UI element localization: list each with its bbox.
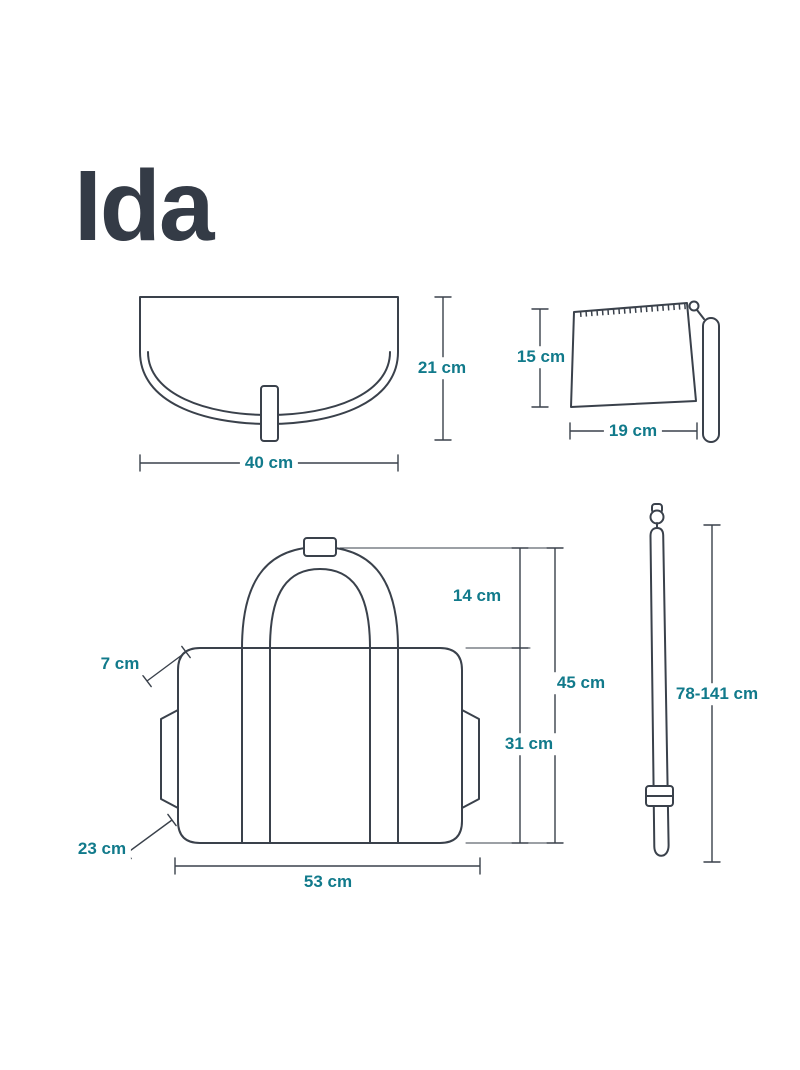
changing-mat-dimension-lines bbox=[139, 296, 452, 472]
strap-band bbox=[649, 527, 670, 857]
dim-label-mat-width: 40 cm bbox=[239, 452, 299, 474]
bag-right-pocket bbox=[461, 709, 480, 809]
bag-left-pocket bbox=[160, 709, 179, 809]
pouch-wrist-strap bbox=[702, 317, 720, 443]
dim-label-bag-body: 31 cm bbox=[499, 733, 559, 755]
changing-mat-drawing bbox=[139, 296, 399, 442]
pouch-dimension-lines bbox=[531, 308, 698, 440]
pouch-drawing bbox=[570, 300, 720, 443]
shoulder-strap-drawing bbox=[645, 503, 674, 857]
dim-label-bag-handle: 14 cm bbox=[447, 585, 507, 607]
bag-handle-inner bbox=[269, 568, 371, 649]
bag-drawing bbox=[160, 537, 480, 844]
dim-label-mat-height: 21 cm bbox=[412, 357, 472, 379]
dim-label-bag-total: 45 cm bbox=[551, 672, 611, 694]
dim-label-bag-pocket: 7 cm bbox=[95, 653, 145, 675]
dim-label-pouch-height: 15 cm bbox=[511, 346, 571, 368]
dim-label-strap-length: 78-141 cm bbox=[670, 683, 764, 705]
bag-body bbox=[177, 647, 463, 844]
bag-handle-outer bbox=[241, 546, 399, 649]
bag-handle-wrap bbox=[303, 537, 337, 557]
bag-dimension-lines bbox=[122, 547, 564, 875]
bag-strap-bands bbox=[241, 647, 399, 844]
page-title: Ida bbox=[74, 150, 214, 262]
dim-label-bag-depth: 23 cm bbox=[72, 838, 132, 860]
dim-label-pouch-width: 19 cm bbox=[603, 420, 663, 442]
dim-label-bag-width: 53 cm bbox=[298, 871, 358, 893]
